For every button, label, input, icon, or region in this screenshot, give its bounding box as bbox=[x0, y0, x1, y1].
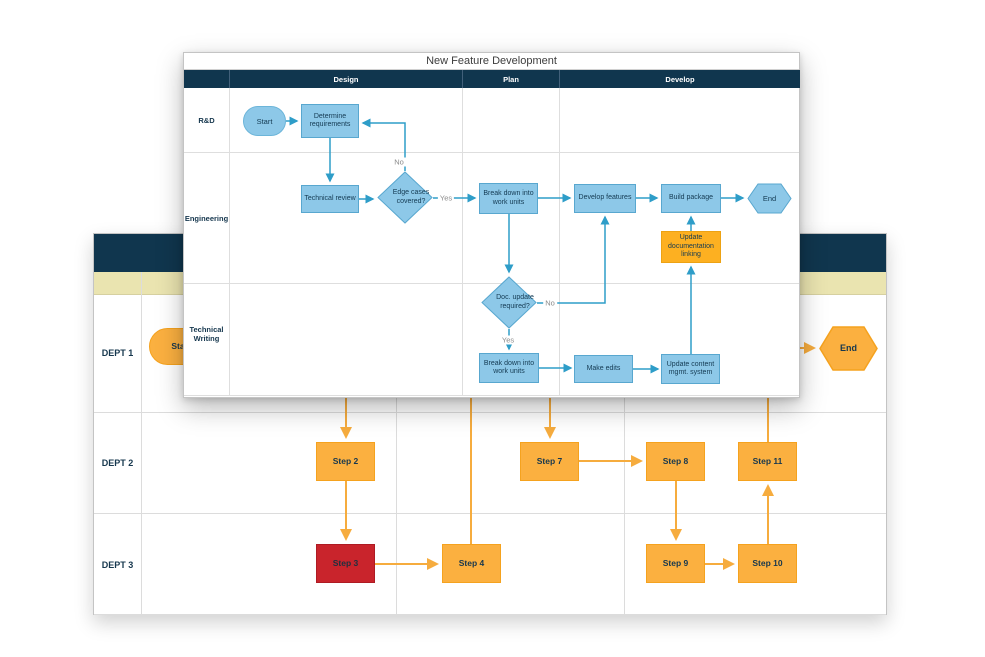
edge-label-no-loop: No bbox=[392, 157, 406, 167]
node-step9[interactable]: Step 9 bbox=[646, 544, 705, 583]
node-edge-cases-decision[interactable]: Edge cases covered? bbox=[377, 171, 433, 224]
node-step4[interactable]: Step 4 bbox=[442, 544, 501, 583]
lane-rd bbox=[184, 88, 799, 153]
node-start[interactable]: Start bbox=[243, 106, 286, 136]
lane-label-engineering: Engineering bbox=[184, 214, 229, 223]
node-develop-features[interactable]: Develop features bbox=[574, 184, 636, 213]
node-step8[interactable]: Step 8 bbox=[646, 442, 705, 481]
node-update-doc-linking[interactable]: Update documentation linking bbox=[661, 231, 721, 263]
column-divider bbox=[462, 88, 463, 396]
lane-label-dept2: DEPT 2 bbox=[101, 458, 134, 468]
lane-label-dept3: DEPT 3 bbox=[101, 560, 134, 570]
lane-column-divider bbox=[229, 88, 230, 396]
feature-flowchart: New Feature Development Design Plan Deve… bbox=[183, 52, 800, 398]
lane-technical-writing bbox=[184, 284, 799, 396]
column-divider bbox=[559, 88, 560, 396]
node-make-edits[interactable]: Make edits bbox=[574, 355, 633, 383]
edge-label-no-docs: No bbox=[543, 298, 557, 308]
phase-header-develop: Develop bbox=[559, 70, 800, 88]
node-doc-update-decision[interactable]: Doc. update required? bbox=[481, 276, 537, 329]
node-breakdown-eng[interactable]: Break down into work units bbox=[479, 183, 538, 214]
column-divider bbox=[624, 295, 625, 616]
column-divider bbox=[396, 295, 397, 616]
edge-label-yes-docs: Yes bbox=[499, 335, 517, 345]
lane-dept3 bbox=[94, 514, 886, 615]
chart-title: New Feature Development bbox=[184, 53, 799, 70]
node-end[interactable]: End bbox=[819, 326, 878, 371]
node-technical-review[interactable]: Technical review bbox=[301, 185, 359, 213]
edge-label-yes-proceed: Yes bbox=[437, 193, 455, 203]
node-end[interactable]: End bbox=[747, 183, 792, 214]
phase-header-plan: Plan bbox=[462, 70, 559, 88]
node-build-package[interactable]: Build package bbox=[661, 184, 721, 213]
lane-label-rd: R&D bbox=[198, 116, 215, 125]
node-determine-requirements[interactable]: Determine requirements bbox=[301, 104, 359, 138]
node-breakdown-tw[interactable]: Break down into work units bbox=[479, 353, 539, 383]
lane-label-dept1: DEPT 1 bbox=[101, 348, 134, 358]
node-step2[interactable]: Step 2 bbox=[316, 442, 375, 481]
lane-label-technical-writing: Technical Writing bbox=[189, 325, 224, 344]
node-step7[interactable]: Step 7 bbox=[520, 442, 579, 481]
phase-header-design: Design bbox=[229, 70, 462, 88]
lane-engineering bbox=[184, 153, 799, 284]
node-step11[interactable]: Step 11 bbox=[738, 442, 797, 481]
node-step10[interactable]: Step 10 bbox=[738, 544, 797, 583]
lane-dept1 bbox=[94, 295, 886, 413]
phase-header-spacer bbox=[184, 70, 229, 88]
lane-column-divider bbox=[141, 272, 142, 616]
node-update-cms[interactable]: Update content mgmt. system bbox=[661, 354, 720, 384]
lane-dept2 bbox=[94, 413, 886, 514]
node-step3[interactable]: Step 3 bbox=[316, 544, 375, 583]
